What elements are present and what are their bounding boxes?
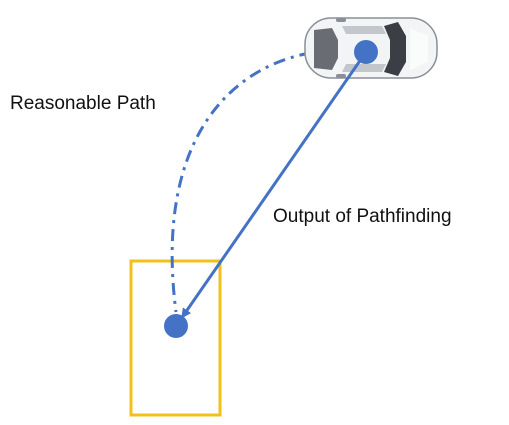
start-node-marker <box>354 40 378 64</box>
goal-node-marker <box>164 314 188 338</box>
parking-target-box <box>129 259 222 417</box>
reasonable-path-curve <box>170 48 366 313</box>
pathfinding-output-arrow <box>181 51 368 319</box>
reasonable-path-label: Reasonable Path <box>10 93 156 114</box>
car-top-view-icon <box>304 17 438 79</box>
pathfinding-output-label: Output of Pathfinding <box>273 206 452 227</box>
